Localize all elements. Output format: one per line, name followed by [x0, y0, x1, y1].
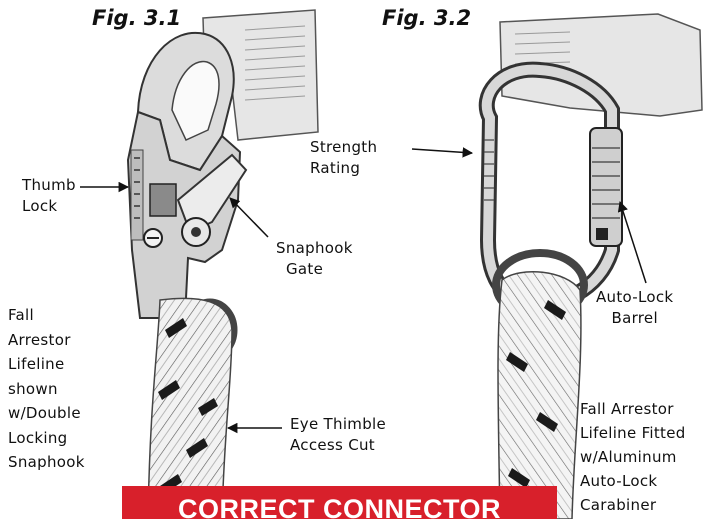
correct-connector-banner: CORRECT CONNECTOR POSITION: [122, 486, 557, 519]
eye-thimble-line-1: Eye Thimble: [290, 414, 386, 435]
snaphook-gate-label: Snaphook Gate: [276, 238, 353, 280]
figure-title-3-1: Fig. 3.1: [92, 6, 181, 30]
eye-thimble-line-2: Access Cut: [290, 435, 386, 456]
thumb-lock-line-2: Lock: [22, 196, 76, 217]
eye-thimble-label: Eye Thimble Access Cut: [290, 414, 386, 456]
strength-rating-line-1: Strength: [310, 137, 377, 158]
caption-1-line-1: Fall: [8, 303, 85, 328]
carabiner-caption: Fall Arrestor Lifeline Fitted w/Aluminum…: [580, 397, 686, 517]
auto-lock-barrel-line-2: Barrel: [596, 308, 673, 329]
auto-lock-barrel-arrow: [620, 202, 646, 283]
caption-2-line-2: Lifeline Fitted: [580, 421, 686, 445]
thumb-lock-label: Thumb Lock: [22, 175, 76, 217]
snaphook-gate-line-1: Snaphook: [276, 238, 353, 259]
thumb-lock-line-1: Thumb: [22, 175, 76, 196]
snaphook-caption: Fall Arrestor Lifeline shown w/Double Lo…: [8, 303, 85, 475]
caption-1-line-6: Locking: [8, 426, 85, 451]
caption-2-line-1: Fall Arrestor: [580, 397, 686, 421]
caption-1-line-2: Arrestor: [8, 328, 85, 353]
auto-lock-barrel-line-1: Auto-Lock: [596, 287, 673, 308]
auto-lock-barrel-label: Auto-Lock Barrel: [596, 287, 673, 329]
caption-1-line-4: shown: [8, 377, 85, 402]
caption-2-line-5: Carabiner: [580, 493, 686, 517]
caption-1-line-5: w/Double: [8, 401, 85, 426]
caption-1-line-7: Snaphook: [8, 450, 85, 475]
strength-rating-label: Strength Rating: [310, 137, 377, 179]
strength-rating-arrow: [412, 149, 472, 153]
strength-rating-line-2: Rating: [310, 158, 377, 179]
snaphook-gate-line-2: Gate: [276, 259, 353, 280]
caption-2-line-3: w/Aluminum: [580, 445, 686, 469]
snaphook-gate-arrow: [230, 198, 268, 237]
caption-2-line-4: Auto-Lock: [580, 469, 686, 493]
caption-1-line-3: Lifeline: [8, 352, 85, 377]
figure-title-3-2: Fig. 3.2: [382, 6, 471, 30]
